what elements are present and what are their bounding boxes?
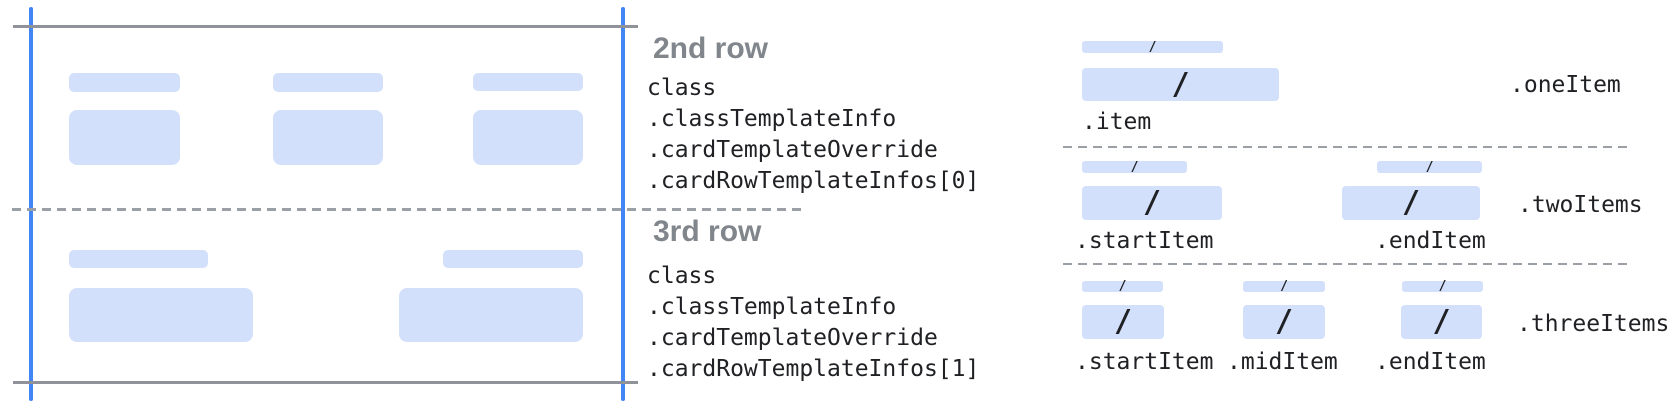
code-line: .cardRowTemplateInfos[1] (647, 356, 980, 382)
code-line: class (647, 263, 717, 289)
item-label-bar: / (1082, 279, 1163, 294)
field-label-bar (473, 73, 583, 91)
item-name-label: .startItem (1075, 228, 1214, 254)
field-label-bar (273, 73, 383, 92)
slash-glyph: / (1142, 185, 1162, 220)
row2-code-block: class .classTemplateInfo .cardTemplateOv… (647, 73, 979, 197)
slash-glyph: / (1401, 185, 1421, 220)
slash-glyph: / (1438, 279, 1447, 294)
slash-glyph: / (1280, 279, 1288, 294)
item-label-bar: / (1377, 159, 1482, 175)
item-name-label: .item (1082, 109, 1152, 135)
field-label-bar (69, 73, 180, 92)
item-label-bar: / (1243, 279, 1325, 294)
layout-name-label: .oneItem (1510, 72, 1621, 98)
item-name-label: .endItem (1375, 228, 1486, 254)
field-value-bar (273, 110, 383, 165)
item-label-bar: / (1082, 159, 1187, 175)
code-line: .classTemplateInfo (647, 106, 897, 132)
slash-glyph: / (1130, 159, 1139, 175)
slash-glyph: / (1425, 159, 1434, 175)
slash-glyph: / (1118, 279, 1127, 294)
item-value-bar: / (1082, 186, 1222, 220)
item-label-bar: / (1402, 279, 1483, 294)
row3-heading: 3rd row (653, 215, 762, 248)
layout-separator-dashed-line (1063, 263, 1628, 265)
layout-separator-dashed-line (1063, 146, 1628, 148)
field-value-bar (399, 288, 583, 342)
code-line: class (647, 75, 717, 101)
slash-glyph: / (1432, 304, 1451, 339)
code-line: .cardTemplateOverride (647, 325, 938, 351)
slash-glyph: / (1171, 66, 1190, 102)
item-value-bar: / (1401, 305, 1482, 339)
item-name-label: .startItem (1075, 349, 1214, 375)
layout-name-label: .twoItems (1518, 192, 1643, 218)
row3-code-block: class .classTemplateInfo .cardTemplateOv… (647, 261, 979, 385)
slash-glyph: / (1274, 304, 1294, 339)
field-value-bar (69, 288, 253, 342)
slash-glyph: / (1113, 304, 1133, 339)
code-line: .cardRowTemplateInfos[0] (647, 168, 980, 194)
item-value-bar: / (1342, 186, 1480, 220)
item-value-bar: / (1243, 305, 1325, 339)
item-value-bar: / (1082, 305, 1164, 339)
layout-name-label: .threeItems (1517, 311, 1670, 337)
field-label-bar (443, 250, 583, 268)
card-left-edge-line (29, 7, 33, 401)
code-line: .classTemplateInfo (647, 294, 897, 320)
card-bottom-frame-line (13, 381, 638, 384)
item-value-bar: / (1082, 68, 1279, 101)
row-separator-dashed-line (12, 208, 803, 211)
field-value-bar (473, 110, 583, 165)
item-name-label: .midItem (1227, 349, 1338, 375)
item-name-label: .endItem (1375, 349, 1486, 375)
field-value-bar (69, 110, 180, 165)
item-label-bar: / (1082, 39, 1223, 55)
field-label-bar (69, 250, 208, 268)
card-top-frame-line (13, 25, 638, 28)
slash-glyph: / (1148, 39, 1157, 55)
code-line: .cardTemplateOverride (647, 137, 938, 163)
row2-heading: 2nd row (653, 32, 769, 65)
card-right-edge-line (621, 7, 625, 401)
